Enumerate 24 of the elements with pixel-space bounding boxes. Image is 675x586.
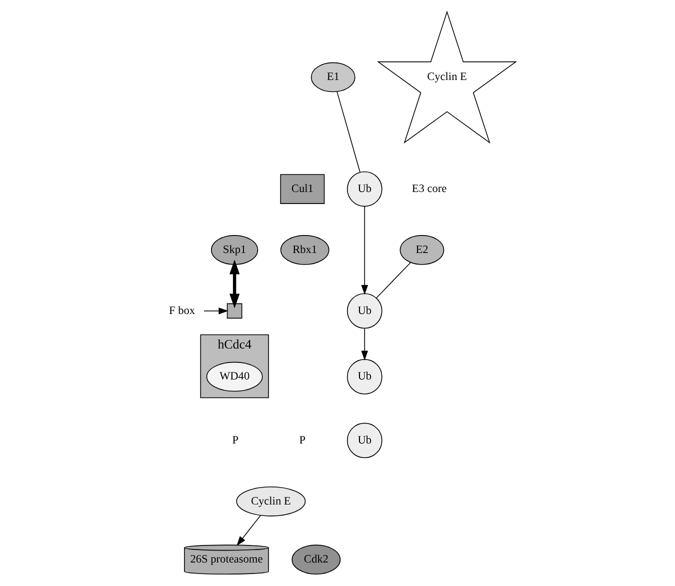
- node-ellipse: Cyclin E: [236, 486, 306, 516]
- arrow: [236, 514, 260, 546]
- label: E3 core: [411, 183, 446, 196]
- label: P: [298, 434, 306, 446]
- node-circle: Ub: [346, 422, 382, 458]
- node-circle: Ub: [346, 293, 382, 329]
- node-circle: Ub: [346, 171, 382, 207]
- connector: [375, 262, 411, 298]
- node-ellipse: Skp1: [210, 235, 258, 265]
- arrow: [203, 308, 228, 314]
- connector: [336, 91, 360, 172]
- node-text: F box: [168, 304, 195, 317]
- arrow: [228, 260, 240, 308]
- node-ellipse: E2: [399, 235, 444, 265]
- arrow: [360, 206, 368, 295]
- node-ellipse: WD40: [206, 362, 262, 392]
- node-box: Cul1: [280, 174, 324, 204]
- label: P: [232, 434, 238, 446]
- node-circle: Ub: [346, 359, 382, 394]
- node-box: [226, 303, 242, 319]
- node-ellipse: Cdk2: [291, 544, 340, 575]
- node-ellipse: E1: [310, 62, 355, 92]
- node-ellipse: Rbx1: [280, 235, 329, 265]
- arrow: [360, 328, 368, 360]
